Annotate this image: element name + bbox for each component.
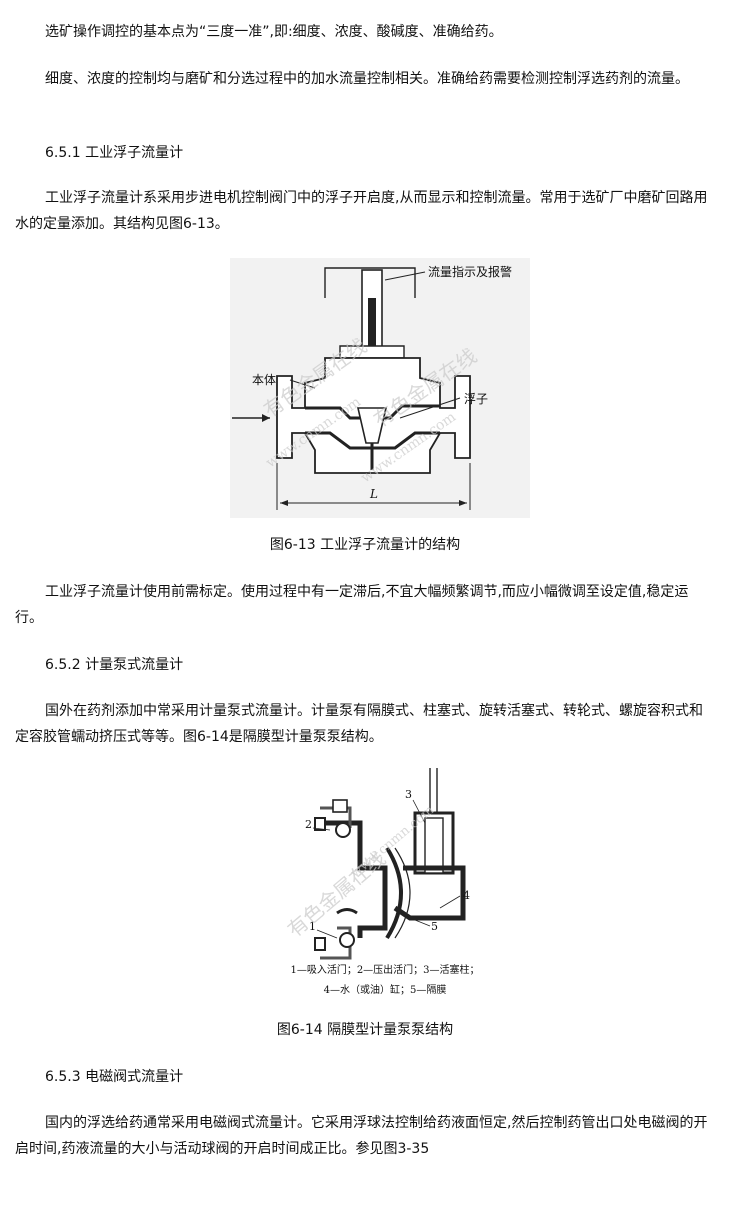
callout-1: 1 (309, 920, 316, 933)
suction-valve (339, 932, 355, 948)
section-heading-6-5-1: 6.5.1 工业浮子流量计 (45, 145, 184, 161)
figure-6-14: 2 3 4 5 1 1—吸入活门；2—压出活门；3—活塞柱； 4—水（或油）缸；… (275, 768, 495, 1003)
intro-paragraph: 选矿操作调控的基本点为“三度一准”,即:细度、浓度、酸碱度、准确给药。 (45, 24, 503, 40)
body-label: 本体 (252, 373, 276, 387)
flow-control-paragraph: 细度、浓度的控制均与磨矿和分选过程中的加水流量控制相关。准确给药需要检测控制浮选… (45, 71, 689, 87)
metering-pump-paragraph: 国外在药剂添加中常采用计量泵式流量计。计量泵有隔膜式、柱塞式、旋转活塞式、转轮式… (15, 703, 703, 745)
legend-line-1: 1—吸入活门；2—压出活门；3—活塞柱； (290, 963, 479, 976)
figure-6-13: 流量指示及报警 本体 浮子 L 有色金属在线 www.cnmn.com 有色金属… (230, 258, 530, 518)
float-label: 浮子 (464, 392, 488, 406)
figure-6-14-caption: 图6-14 隔膜型计量泵泵结构 (276, 1022, 454, 1038)
callout-5: 5 (431, 920, 438, 933)
solenoid-valve-paragraph: 国内的浮选给药通常采用电磁阀式流量计。它采用浮球法控制给药液面恒定,然后控制药管… (15, 1115, 708, 1157)
float-cone (356, 407, 388, 444)
diaphragm (385, 846, 403, 940)
section-heading-6-5-2: 6.5.2 计量泵式流量计 (45, 657, 184, 673)
callout-2: 2 (305, 818, 312, 831)
float-rod (368, 298, 376, 348)
indicator-housing (324, 267, 416, 298)
diaphragm-pump-diagram: 2 3 4 5 1 1—吸入活门；2—压出活门；3—活塞柱； 4—水（或油）缸；… (283, 768, 480, 996)
figure-6-13-caption: 图6-13 工业浮子流量计的结构 (269, 537, 461, 553)
indicator-label: 流量指示及报警 (428, 264, 512, 279)
legend-line-2: 4—水（或油）缸；5—隔膜 (324, 983, 447, 996)
length-label: L (369, 487, 378, 501)
callout-3: 3 (405, 788, 412, 801)
float-meter-paragraph: 工业浮子流量计系采用步进电机控制阀门中的浮子开启度,从而显示和控制流量。常用于选… (15, 190, 708, 232)
water-oil-cylinder (393, 865, 466, 921)
discharge-valve (335, 822, 351, 838)
section-heading-6-5-3: 6.5.3 电磁阀式流量计 (45, 1069, 184, 1085)
callout-4: 4 (463, 889, 470, 902)
calibration-paragraph: 工业浮子流量计使用前需标定。使用过程中有一定滞后,不宜大幅频繁调节,而应小幅微调… (15, 584, 689, 626)
float-flowmeter-diagram: 流量指示及报警 本体 浮子 L 有色金属在线 www.cnmn.com 有色金属… (232, 264, 512, 510)
pump-body (325, 820, 388, 938)
